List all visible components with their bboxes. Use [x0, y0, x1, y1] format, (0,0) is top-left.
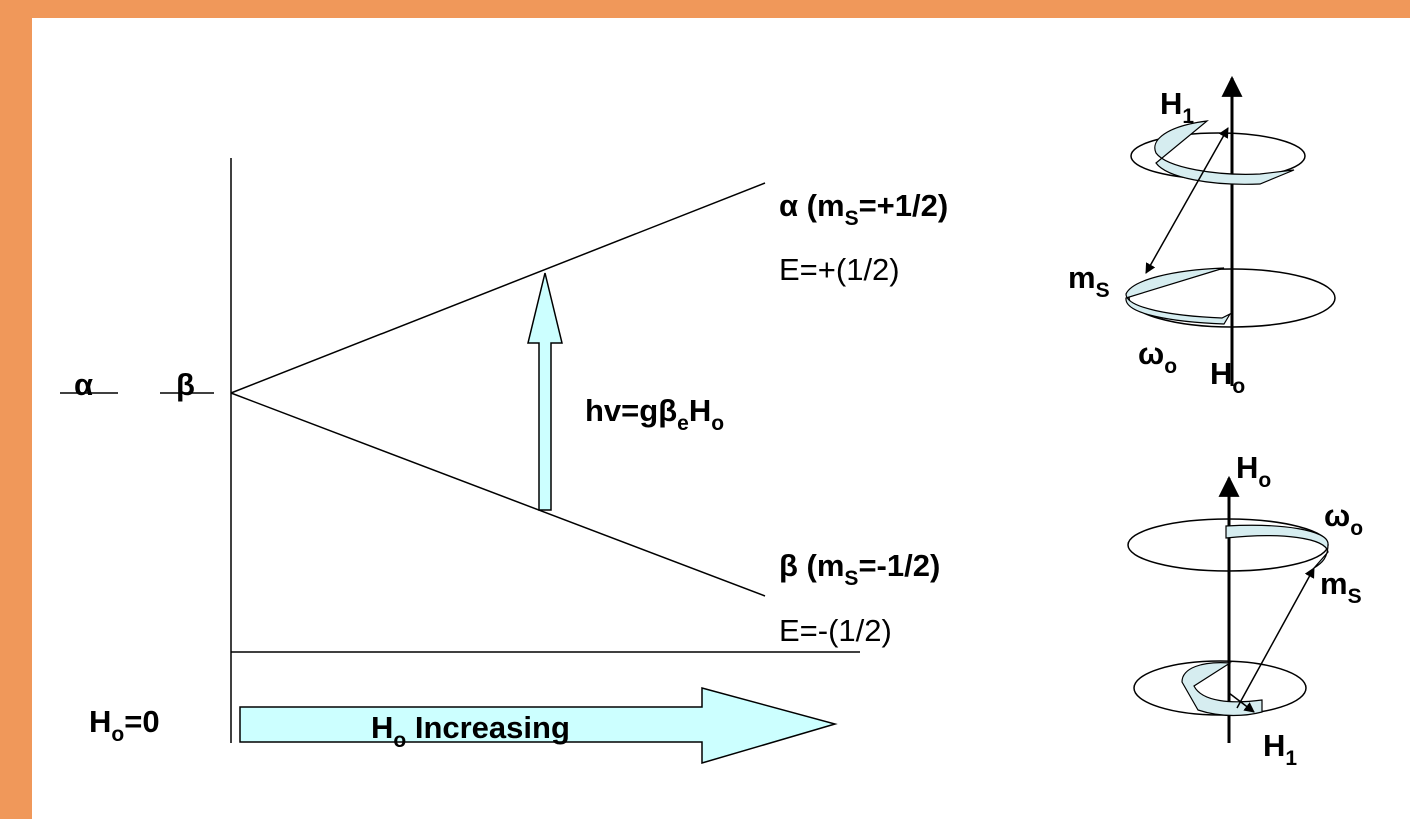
slide-panel: α β α (mS=+1/2) E=+(1/2) β (mS=-1/2) E=-…	[32, 18, 1410, 819]
field-increasing-arrow	[239, 687, 838, 765]
h1-vector-bottom	[1228, 692, 1255, 713]
precession-bottom	[1127, 475, 1329, 743]
transition-arrow	[527, 272, 563, 511]
ms-vector-bottom	[1236, 567, 1315, 709]
bottom-h1-label: H1	[1263, 728, 1298, 770]
bottom-band-lower	[1181, 662, 1263, 717]
beta-degenerate-label: β	[176, 367, 195, 402]
top-band-upper	[1154, 120, 1295, 185]
bottom-ms-label: mS	[1320, 566, 1362, 608]
top-h1-label: H1	[1160, 86, 1195, 128]
resonance-condition-label: hv=gβeHo	[585, 393, 725, 435]
alpha-split-line	[230, 182, 766, 394]
top-ms-label: mS	[1068, 260, 1110, 302]
alpha-state-label: α (mS=+1/2)	[779, 188, 949, 230]
top-band-lower	[1125, 267, 1232, 325]
precession-top	[1125, 75, 1336, 386]
diagram-svg	[60, 75, 1336, 765]
alpha-energy-label: E=+(1/2)	[779, 252, 900, 287]
top-h0-label: Ho	[1210, 356, 1246, 398]
ms-vector-top	[1145, 127, 1229, 274]
bottom-omega-label: ωo	[1324, 498, 1364, 540]
beta-energy-label: E=-(1/2)	[779, 613, 892, 648]
bottom-h0-label: Ho	[1236, 450, 1272, 492]
zero-field-label: Ho=0	[89, 704, 160, 746]
top-omega-label: ωo	[1138, 336, 1178, 378]
beta-split-line	[230, 392, 766, 597]
field-increasing-label: Ho Increasing	[371, 710, 570, 752]
beta-state-label: β (mS=-1/2)	[779, 548, 941, 590]
alpha-degenerate-label: α	[74, 367, 94, 402]
bottom-band-upper	[1225, 524, 1329, 569]
top-orbit-lower	[1128, 268, 1336, 328]
